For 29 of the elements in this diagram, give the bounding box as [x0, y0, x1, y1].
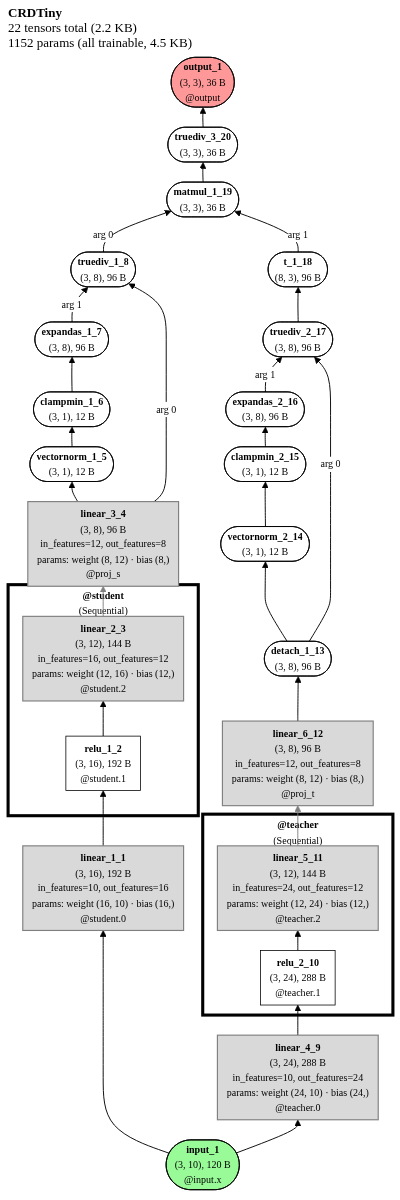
- layer-box: linear_5_11 (3, 12), 144 B in_features=24, out_features=12 params: weight (12, 24) · bias (12,) @teacher.2: [216, 845, 379, 931]
- summary-note: 22 tensors total (2.2 KB): [8, 20, 138, 36]
- summary-note: 1152 params (all trainable, 4.5 KB): [8, 35, 193, 51]
- layer-box: linear_6_12 (3, 8), 96 B in_features=12, out_features=8 params: weight (8, 12) · bias (8,) @proj_t: [221, 720, 374, 807]
- output-tensor-ellipse: output_1 (3, 3), 36 B @output: [170, 56, 235, 108]
- layer-box: relu_2_10 (3, 24), 288 B @teacher.1: [259, 949, 336, 1006]
- operation-ellipse: clampmin_1_6 (3, 1), 12 B: [32, 391, 110, 427]
- edge-label: arg 0: [319, 456, 341, 472]
- diagram-title: CRDTiny: [8, 6, 63, 21]
- layer-box: linear_3_4 (3, 8), 96 B in_features=12, out_features=8 params: weight (8, 12) · bias (8,) @proj_s: [26, 500, 179, 587]
- operation-ellipse: t_1_18 (8, 3), 96 B: [267, 251, 328, 287]
- operation-ellipse: vectornorm_1_5 (3, 1), 12 B: [29, 446, 114, 482]
- operation-ellipse: detach_1_13 (3, 8), 96 B: [263, 640, 332, 677]
- operation-ellipse: vectornorm_2_14 (3, 1), 12 B: [219, 525, 310, 562]
- operation-ellipse: matmul_1_19 (3, 3), 36 B: [165, 181, 239, 218]
- operation-ellipse: truediv_1_8 (3, 8), 96 B: [69, 251, 136, 287]
- edge-label: arg 0: [155, 401, 176, 417]
- operation-ellipse: clampmin_2_15 (3, 1), 12 B: [223, 446, 306, 482]
- edge-label: arg 1: [61, 296, 82, 312]
- operation-ellipse: expandas_2_16 (3, 8), 96 B: [224, 391, 305, 427]
- operation-ellipse: expandas_1_7 (3, 8), 96 B: [34, 321, 109, 357]
- operation-ellipse: truediv_2_17 (3, 8), 96 B: [262, 321, 333, 357]
- layer-box: linear_2_3 (3, 12), 144 B in_features=16, out_features=12 params: weight (12, 16) · bias (12,) @student.2: [21, 615, 184, 702]
- layer-box: linear_4_9 (3, 24), 288 B in_features=10, out_features=24 params: weight (24, 10) · bias (24,) @teacher.0: [216, 1034, 379, 1121]
- edge-label: arg 1: [254, 366, 275, 382]
- input-tensor-ellipse: input_1 (3, 10), 120 B @input.x: [165, 1139, 240, 1190]
- layer-box: relu_1_2 (3, 16), 192 B @student.1: [64, 735, 141, 791]
- operation-ellipse: truediv_3_20 (3, 3), 36 B: [167, 126, 238, 163]
- layer-box: linear_1_1 (3, 16), 192 B in_features=10, out_features=16 params: weight (16, 10) · bias (16,) @student.0: [21, 845, 184, 931]
